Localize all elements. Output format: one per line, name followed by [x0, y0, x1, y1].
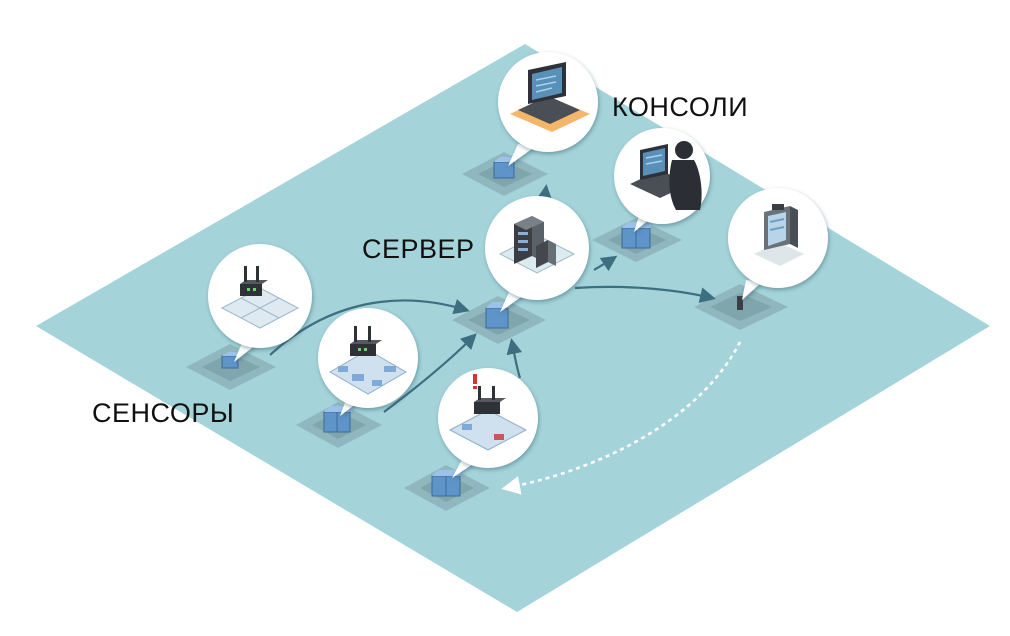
mobile-terminal-icon [754, 204, 804, 266]
arrow-sensor2-to-server [383, 333, 477, 413]
label-server: СЕРВЕР [362, 234, 475, 264]
label-sensors: СЕНСОРЫ [92, 398, 235, 428]
arrow-mobile-to-sensor3-dotted [501, 341, 742, 495]
arrow-server-to-console2 [593, 255, 618, 272]
device-box-sensor-2 [323, 406, 356, 433]
wireless-router-icon [220, 266, 300, 329]
wireless-router-icon [329, 326, 407, 395]
bubble-tail-mobile [742, 280, 762, 300]
server-tower-icon [498, 216, 576, 274]
bubble-tail-console-1 [508, 144, 536, 166]
alert-exclamation-icon [473, 374, 477, 389]
arrow-server-to-mobile [574, 285, 716, 303]
operator-silhouette-icon [669, 141, 702, 210]
laptop-icon [510, 62, 590, 132]
wireless-router-icon [448, 386, 528, 451]
label-consoles: КОНСОЛИ [612, 92, 749, 122]
arrow-sensor3-to-server [506, 338, 523, 379]
device-box-sensor-3 [431, 470, 466, 497]
arrow-sensor1-to-server [269, 298, 470, 356]
device-box-mobile [737, 296, 743, 310]
